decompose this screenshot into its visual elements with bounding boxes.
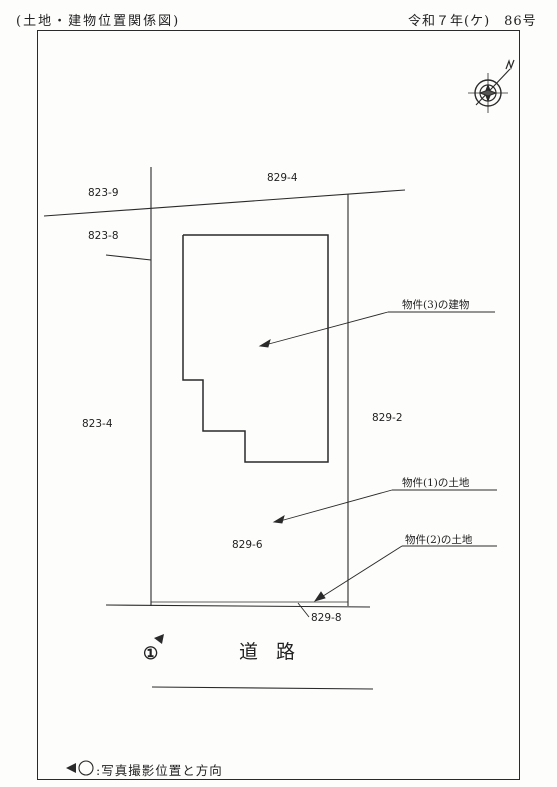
compass-north-mark [505, 59, 515, 70]
road-south-edge [151, 686, 374, 690]
annotation-building: 物件(3)の建物 [402, 299, 470, 311]
parcel-829-8-leader [297, 602, 310, 618]
building-outline [182, 234, 329, 463]
land2-arrowhead [313, 591, 326, 602]
land1-arrowhead [272, 515, 285, 524]
parcel-label-823-8: 823-8 [88, 230, 119, 242]
land1-leader-arrow [279, 489, 393, 522]
map-frame [37, 30, 520, 780]
building-arrowhead [258, 339, 271, 348]
case-number: 令和７年(ケ) 86号 [408, 14, 537, 29]
photo-position-marker: ① [143, 644, 159, 664]
camera-direction-icon [154, 634, 164, 644]
north-boundary-line [43, 189, 406, 217]
compass-icon [468, 68, 511, 113]
road-label: 道路 [239, 641, 314, 663]
parcel-label-829-8: 829-8 [311, 612, 342, 624]
annotation-land-1: 物件(1)の土地 [402, 477, 470, 489]
document-title: (土地・建物位置関係図) [16, 14, 181, 29]
legend-camera-icon [66, 760, 94, 776]
building-leader-arrow [264, 311, 389, 346]
parcel-label-829-2: 829-2 [372, 412, 403, 424]
parcel-label-829-4: 829-4 [267, 172, 298, 184]
road-north-edge [105, 604, 371, 608]
parcel-label-823-9: 823-9 [88, 187, 119, 199]
annotation-land-2: 物件(2)の土地 [405, 534, 473, 546]
parcel-823-8-line [105, 254, 152, 261]
parcel-label-829-6: 829-6 [232, 539, 263, 551]
parcel-label-823-4: 823-4 [82, 418, 113, 430]
land2-leader-arrow [319, 545, 403, 599]
legend-text: :写真撮影位置と方向 [96, 763, 223, 778]
